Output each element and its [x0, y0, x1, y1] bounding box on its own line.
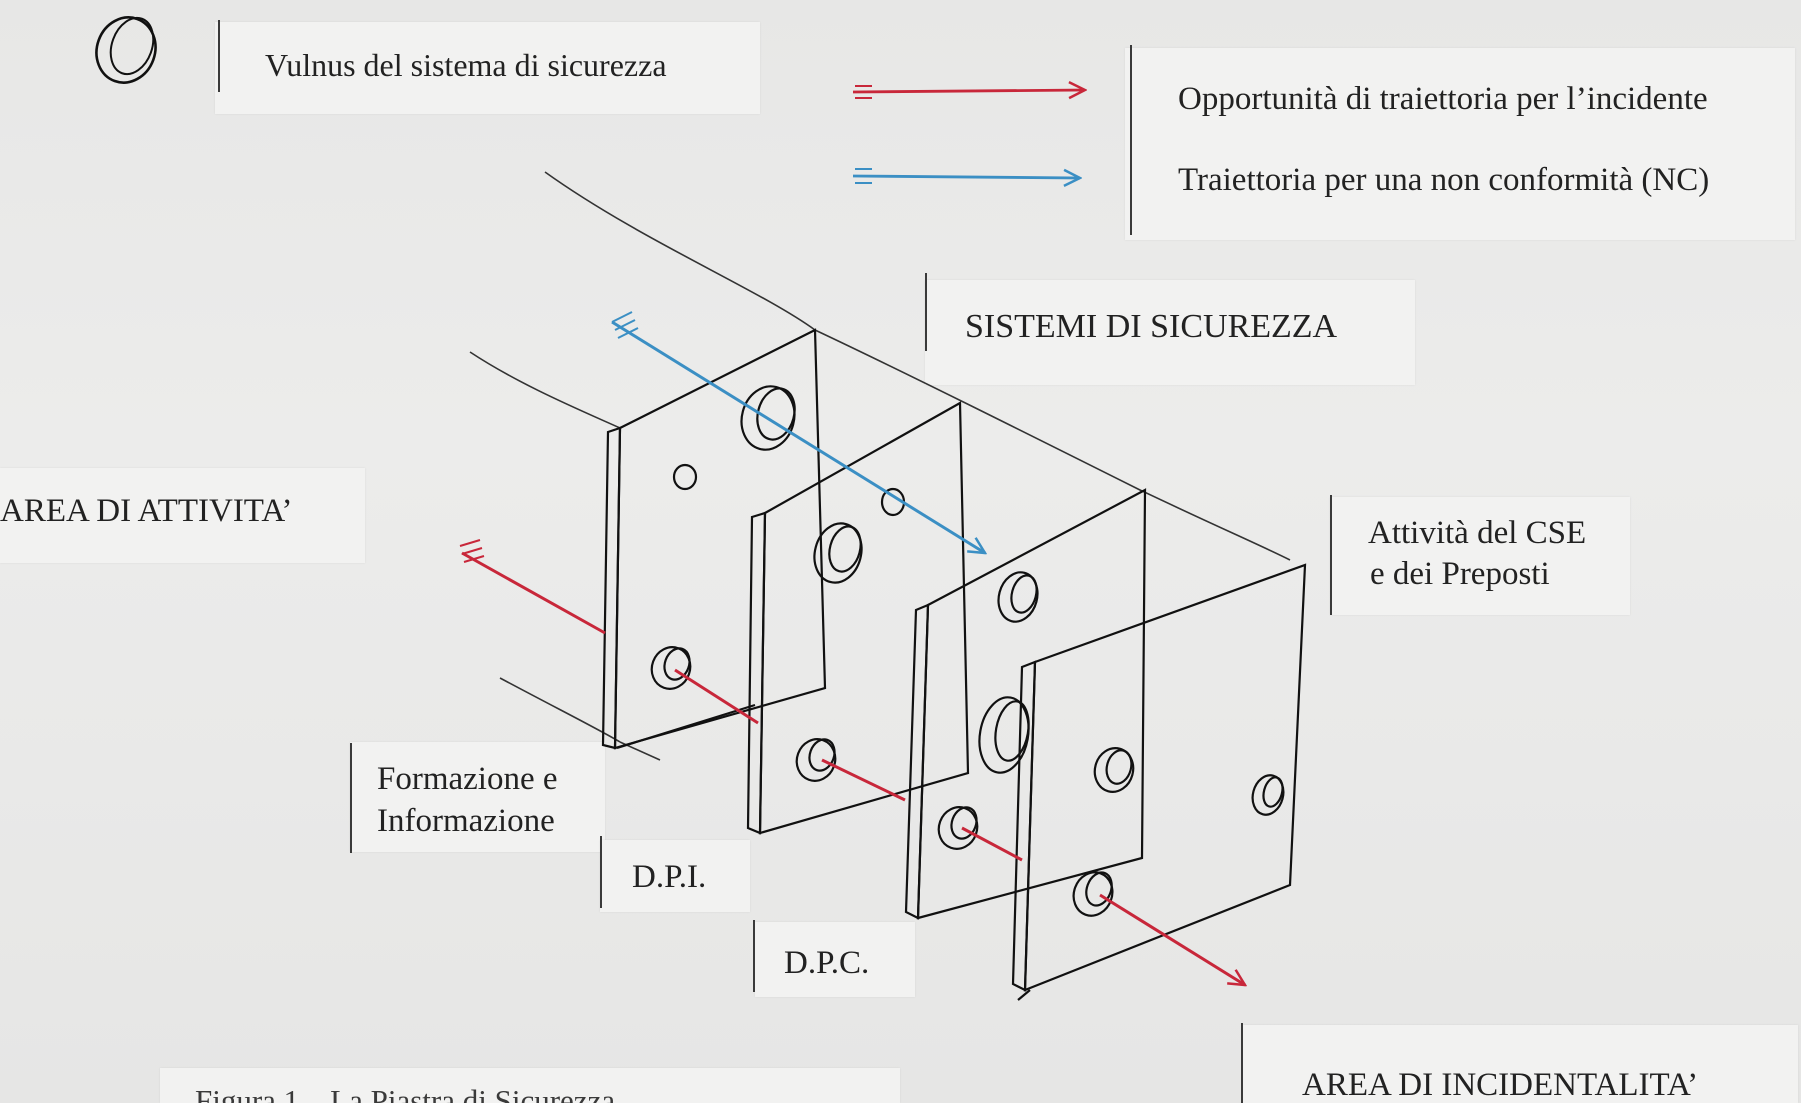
plate-dpi: [746, 401, 970, 835]
plate-formazione: [601, 328, 827, 750]
formazione-rule: [350, 743, 352, 853]
legend-vulnus-label: Vulnus del sistema di sicurezza: [265, 47, 667, 83]
nc-trajectory-arrow: [611, 311, 985, 553]
legend-blue-arrow: [852, 168, 1080, 183]
formazione-line1: Formazione e: [377, 761, 558, 797]
legend-vulnus-patch: [215, 22, 760, 114]
legend-nc-label: Traiettoria per una non conformità (NC): [1178, 162, 1710, 198]
area-incidentalita-patch: [1243, 1025, 1798, 1103]
area-attivita-patch: [0, 468, 365, 563]
dpc-patch: [755, 922, 915, 997]
incident-trajectory-arrow: [459, 539, 1245, 985]
area-attivita-label: AREA DI ATTIVITA’: [0, 493, 293, 529]
dpi-label: D.P.I.: [632, 859, 707, 895]
sistemi-rule: [925, 273, 927, 351]
area-incidentalita-rule: [1241, 1023, 1243, 1103]
attivita-cse-line2: e dei Preposti: [1370, 556, 1550, 592]
sistemi-patch: [925, 280, 1415, 385]
attivita-cse-rule: [1330, 495, 1332, 615]
legend-red-arrow: [852, 86, 1085, 98]
formazione-patch: [350, 742, 605, 852]
dpi-patch: [600, 840, 750, 912]
area-incidentalita-label: AREA DI INCIDENTALITA’: [1302, 1067, 1699, 1103]
figure-caption: Figura 1 – La Piastra di Sicurezza: [195, 1083, 616, 1103]
legend-vulnus-rule: [218, 20, 220, 92]
dpc-label: D.P.C.: [784, 945, 870, 981]
legend-trajectory-patch: [1125, 48, 1795, 240]
dpc-rule: [753, 920, 755, 992]
attivita-cse-patch: [1330, 497, 1630, 615]
plate-cse: [1011, 563, 1307, 1001]
ellipse-icon: [95, 16, 157, 84]
plate-dpc: [904, 488, 1147, 920]
sistemi-label: SISTEMI DI SICUREZZA: [965, 308, 1338, 345]
legend-trajectory-rule: [1130, 45, 1132, 235]
dpi-rule: [600, 836, 602, 908]
perspective-lines: [469, 171, 1291, 761]
legend-incident-label: Opportunità di traiettoria per l’inciden…: [1178, 81, 1708, 117]
attivita-cse-line1: Attività del CSE: [1368, 515, 1587, 551]
caption-patch: [160, 1068, 900, 1103]
formazione-line2: Informazione: [377, 803, 555, 839]
